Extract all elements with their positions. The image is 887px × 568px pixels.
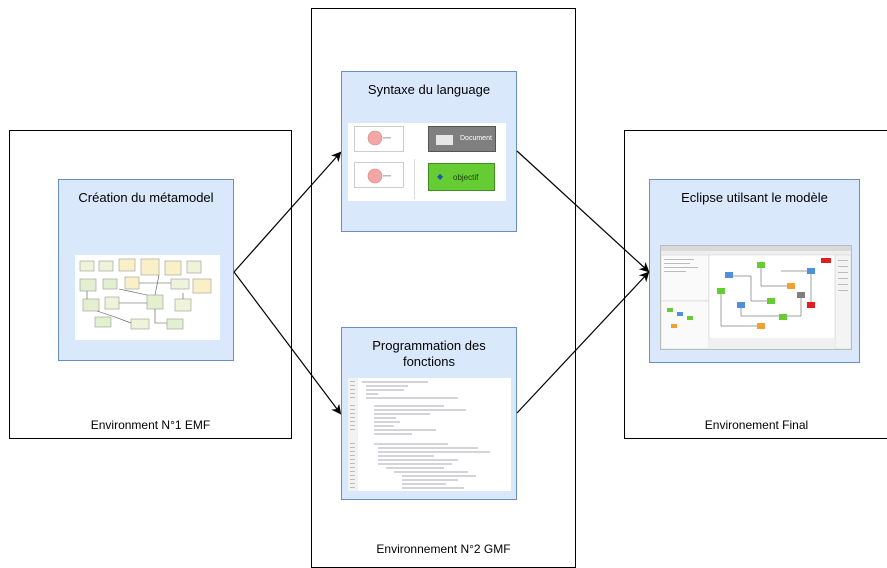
document-node: Document — [428, 126, 496, 152]
arrow-syntax-to-eclipse — [516, 150, 650, 273]
arrow-metamodel-to-programming — [233, 271, 342, 415]
environment-emf-label: Environment N°1 EMF — [90, 418, 211, 432]
panel-eclipse: Eclipse utilsant le modèle — [649, 179, 860, 363]
objectif-node: ◆ objectif — [428, 163, 495, 191]
panel-programming-title: Programmation des fonctions — [372, 338, 486, 369]
arrow-programming-to-eclipse — [516, 271, 650, 414]
class-diagram-icon — [79, 258, 212, 330]
circle-node-icon — [367, 130, 391, 146]
code-editor-thumbnail — [348, 378, 511, 491]
panel-syntax: Syntaxe du language Document ◆ objectif — [341, 71, 517, 232]
panel-syntax-title: Syntaxe du language — [367, 82, 491, 97]
environment-final-label: Environement Final — [704, 418, 809, 432]
circle-node-icon — [367, 168, 391, 184]
panel-metamodel-title: Création du métamodel — [78, 190, 214, 205]
eclipse-screenshot-thumbnail — [660, 245, 852, 350]
palette-node-2 — [354, 162, 404, 188]
objectif-node-icon: ◆ — [437, 172, 444, 181]
objectif-node-label: objectif — [453, 173, 479, 182]
panel-metamodel: Création du métamodel — [58, 179, 234, 361]
panel-programming: Programmation des fonctions — [341, 327, 517, 500]
document-node-icon — [436, 135, 453, 145]
metamodel-diagram-thumbnail — [75, 255, 220, 340]
arrow-metamodel-to-syntax — [233, 151, 342, 273]
eclipse-window-icon — [660, 246, 852, 350]
code-lines-icon — [348, 378, 490, 491]
preview-divider — [414, 159, 415, 199]
panel-eclipse-title: Eclipse utilsant le modèle — [681, 190, 828, 205]
document-node-label: Document — [460, 135, 492, 142]
palette-node-1 — [354, 126, 404, 152]
environment-gmf-label: Environnement N°2 GMF — [376, 542, 511, 556]
syntax-palette-preview: Document ◆ objectif — [348, 123, 506, 201]
